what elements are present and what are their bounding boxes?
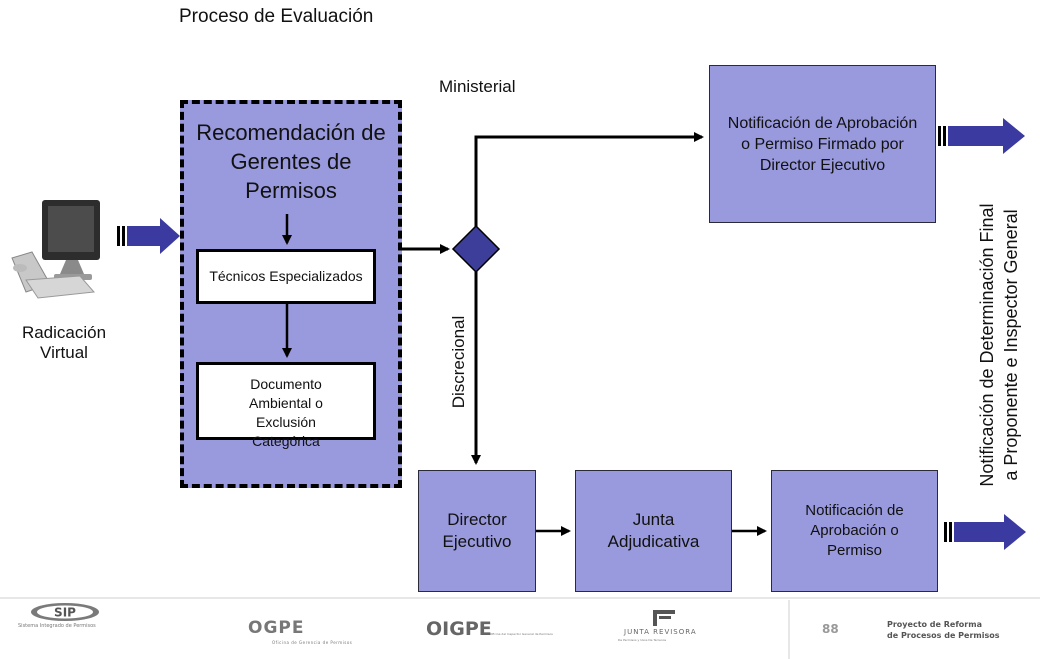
documento-label: Documento Ambiental o Exclusión Categóri… [249,376,323,449]
block-arrow-discrecional-out [944,514,1026,550]
ogpe-logo: OGPE [248,618,305,638]
computer-icon [11,200,100,299]
block-arrow-input [117,218,180,254]
page-title: Proceso de Evaluación [179,6,374,27]
ministerial-path [474,132,704,228]
proyecto-text: Proyecto de Reforma de Procesos de Permi… [887,620,1000,640]
ministerial-label: Ministerial [439,77,516,96]
recomendacion-label: Recomendación de Gerentes de Permisos [196,120,386,203]
discrecional-label: Discrecional [449,315,468,409]
decision-diamond [451,224,501,274]
documento-box: Documento Ambiental o Exclusión Categóri… [196,362,376,449]
junta-adjudicativa-label: Junta Adjudicativa [607,510,700,551]
director-ejecutivo-label: Director Ejecutivo [442,510,512,551]
notificacion-discrecional-box: Notificación de Aprobación o Permiso [771,470,938,592]
oigpe-caption: Oficina del Inspector General de Permiso… [490,632,553,636]
junta-adjudicativa-box: Junta Adjudicativa [575,470,732,592]
tecnicos-label: Técnicos Especializados [209,268,363,284]
block-arrow-ministerial-out [938,118,1025,154]
junta-revisora-caption: De Permisos y Usos De Terrenos [618,638,667,642]
notificacion-ministerial-label: Notificación de Aprobación o Permiso Fir… [727,114,918,174]
page-number: 88 [822,622,839,636]
oigpe-logo: OIGPE [426,618,492,640]
tecnicos-box: Técnicos Especializados [196,249,376,304]
sip-logo: SIP [31,603,99,621]
notificacion-discrecional-label: Notificación de Aprobación o Permiso [805,502,904,559]
director-ejecutivo-box: Director Ejecutivo [418,470,536,592]
notificacion-ministerial-box: Notificación de Aprobación o Permiso Fir… [709,65,936,223]
junta-revisora-icon [653,610,675,626]
junta-revisora-logo: JUNTA REVISORA [624,628,697,636]
sip-caption: Sistema Integrado de Permisos [18,623,96,629]
radicacion-virtual-label: Radicación Virtual [21,323,107,362]
ogpe-caption: Oficina de Gerencia de Permisos [272,640,353,645]
notificacion-final-label: Notificación de Determinación Final a Pr… [977,203,1021,487]
sip-logo-text: SIP [54,606,76,620]
